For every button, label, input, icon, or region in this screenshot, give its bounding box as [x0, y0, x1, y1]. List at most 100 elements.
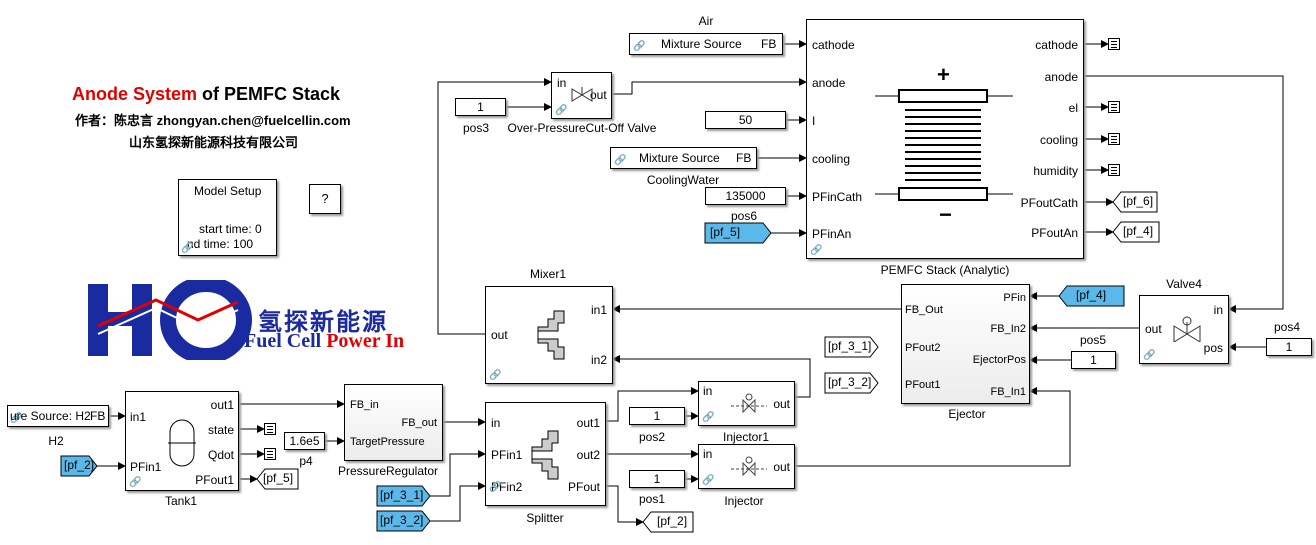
el-terminator-icon [1108, 101, 1120, 113]
current-constant[interactable]: 50 [705, 111, 786, 129]
logo-en-part1: Fuel Cell [244, 330, 327, 352]
mixer-block[interactable]: in1 in2 out 🔗 [485, 286, 613, 384]
model-setup-end: nd time: 100 [187, 237, 254, 251]
coolingwater-caption: CoolingWater [646, 173, 720, 187]
coolingwater-mixture-source-block[interactable]: 🔗 Mixture Source FB [610, 147, 757, 169]
injector1-in-port: in [703, 384, 713, 398]
stack-out-pfoutan: PFoutAn [1031, 226, 1078, 240]
valve4-out-port: out [1145, 322, 1162, 336]
mixer-out-port: out [491, 328, 508, 342]
goto-tag-pf2-splitter[interactable]: [pf_2] [642, 511, 694, 533]
h2-caption: H2 [48, 434, 64, 448]
stack-in-i: I [812, 114, 816, 128]
pipe-tee-icon [531, 430, 559, 480]
tank-state-port: state [207, 423, 234, 437]
pos5-constant[interactable]: 1 [1071, 351, 1116, 369]
coolingwater-source-fb: FB [736, 151, 752, 165]
air-source-fb: FB [761, 37, 777, 51]
pressure-regulator-block[interactable]: FB_in FB_out TargetPressure [344, 384, 443, 461]
cutoff-valve-block[interactable]: in out 🔗 [551, 72, 612, 119]
valve4-in-port: in [1213, 303, 1223, 317]
logo-english-text: Fuel Cell Power In [244, 330, 404, 353]
from-tag-pf5-stack[interactable]: [pf_5] [704, 222, 772, 244]
link-icon: 🔗 [129, 477, 142, 488]
wire-valve-anode [612, 78, 807, 95]
state-terminator-icon [264, 423, 276, 435]
valve-icon [571, 87, 593, 102]
pos6-constant[interactable]: 135000 [705, 187, 786, 205]
cutoff-valve-in-port: in [557, 76, 567, 90]
h2-source-label: ure Source: H2 [10, 409, 91, 423]
link-icon: 🔗 [702, 412, 715, 423]
regulator-fbout-port: FB_out [401, 417, 437, 429]
ejector-block[interactable]: FB_Out PFout2 PFout1 PFin FB_In2 Ejector… [901, 284, 1030, 404]
from-tag-pf32-splitter[interactable]: [pf_3_2] [376, 510, 431, 532]
splitter-pfin2-port: PFin2 [491, 480, 523, 494]
link-icon: 🔗 [181, 243, 194, 254]
valve-icon [1173, 316, 1201, 342]
p4-caption: p4 [299, 454, 313, 468]
tank-pfout1-port: PFout1 [195, 473, 234, 487]
h2-source-block[interactable]: 🔗 ure Source: H2 FB [7, 405, 109, 427]
splitter-block[interactable]: in PFin1 PFin2 out1 out2 PFout 🔗 [485, 402, 606, 506]
tank-block[interactable]: in1 PFin1 out1 state Qdot PFout1 🔗 [125, 391, 239, 491]
tag-label: [pf_2] [657, 514, 688, 528]
pos1-caption: pos1 [638, 492, 666, 506]
pipe-tee-icon [537, 310, 565, 360]
goto-tag-pf6[interactable]: [pf_6] [1112, 191, 1158, 213]
stack-out-el: el [1068, 101, 1078, 115]
pos2-constant[interactable]: 1 [629, 407, 685, 425]
ejector-pfout1-port: PFout1 [905, 379, 941, 391]
pos3-constant[interactable]: 1 [455, 98, 506, 116]
author-line: 作者：陈忠言 zhongyan.chen@fuelcellin.com [75, 113, 351, 128]
logo-chinese-text: 氢探新能源 [258, 307, 388, 336]
goto-tag-pf32[interactable]: [pf_3_2] [824, 372, 879, 394]
injector-caption: Injector [724, 494, 764, 508]
from-tag-pf31-splitter[interactable]: [pf_3_1] [376, 485, 431, 507]
logo-en-part2: Power In [326, 330, 405, 352]
injector1-out-port: out [773, 397, 790, 411]
tag-label: [pf_3_2] [380, 513, 424, 527]
tank-qdot-port: Qdot [207, 448, 234, 462]
pos6-caption: pos6 [730, 209, 758, 223]
link-icon: 🔗 [489, 482, 502, 493]
splitter-pfout-port: PFout [567, 480, 600, 494]
wire-pf32-splitter [430, 482, 486, 522]
mixer-in1-port: in1 [590, 303, 607, 317]
model-setup-block[interactable]: Model Setup start time: 0 nd time: 100 🔗 [178, 179, 277, 256]
pos1-constant[interactable]: 1 [629, 470, 685, 488]
air-caption: Air [698, 14, 714, 28]
stack-out-pfoutcath: PFoutCath [1020, 196, 1078, 210]
pemfc-stack-block[interactable]: cathode anode I cooling PFinCath PFinAn … [806, 19, 1084, 259]
injector-out-port: out [773, 460, 790, 474]
air-mixture-source-block[interactable]: 🔗 Mixture Source FB [629, 33, 783, 55]
goto-tag-pf4-stack[interactable]: [pf_4] [1112, 221, 1160, 243]
from-tag-pf2-tank[interactable]: [pf_2] [60, 455, 98, 477]
goto-tag-pf5-tank[interactable]: [pf_5] [256, 468, 299, 490]
regulator-caption: PressureRegulator [337, 464, 439, 478]
cutoff-valve-caption: Over-PressureCut-Off Valve [507, 121, 657, 135]
help-label: ? [321, 191, 329, 206]
pos4-constant[interactable]: 1 [1266, 338, 1312, 356]
p4-constant[interactable]: 1.6e5 [284, 432, 325, 450]
link-icon: 🔗 [1143, 350, 1156, 361]
regulator-fbin-port: FB_in [350, 399, 379, 411]
injector-block[interactable]: in out 🔗 [698, 444, 795, 489]
qdot-terminator-icon [264, 448, 276, 460]
from-tag-pf4-ejector[interactable]: [pf_4] [1058, 285, 1125, 307]
tag-label: [pf_5] [263, 471, 294, 485]
valve4-block[interactable]: in out pos 🔗 [1139, 295, 1229, 364]
splitter-pfin1-port: PFin1 [491, 448, 523, 462]
pos4-caption: pos4 [1273, 320, 1301, 334]
stack-in-anode: anode [812, 76, 846, 90]
svg-text:−: − [939, 202, 952, 222]
injector1-block[interactable]: in out 🔗 [698, 381, 795, 426]
model-setup-title: Model Setup [194, 184, 262, 198]
help-button[interactable]: ? [309, 184, 341, 214]
link-icon: 🔗 [633, 41, 646, 52]
injector-icon [731, 393, 767, 414]
stack-in-pfincath: PFinCath [812, 190, 863, 204]
ejector-caption: Ejector [948, 407, 986, 421]
tag-label: [pf_6] [1123, 194, 1154, 208]
goto-tag-pf31[interactable]: [pf_3_1] [824, 336, 879, 358]
